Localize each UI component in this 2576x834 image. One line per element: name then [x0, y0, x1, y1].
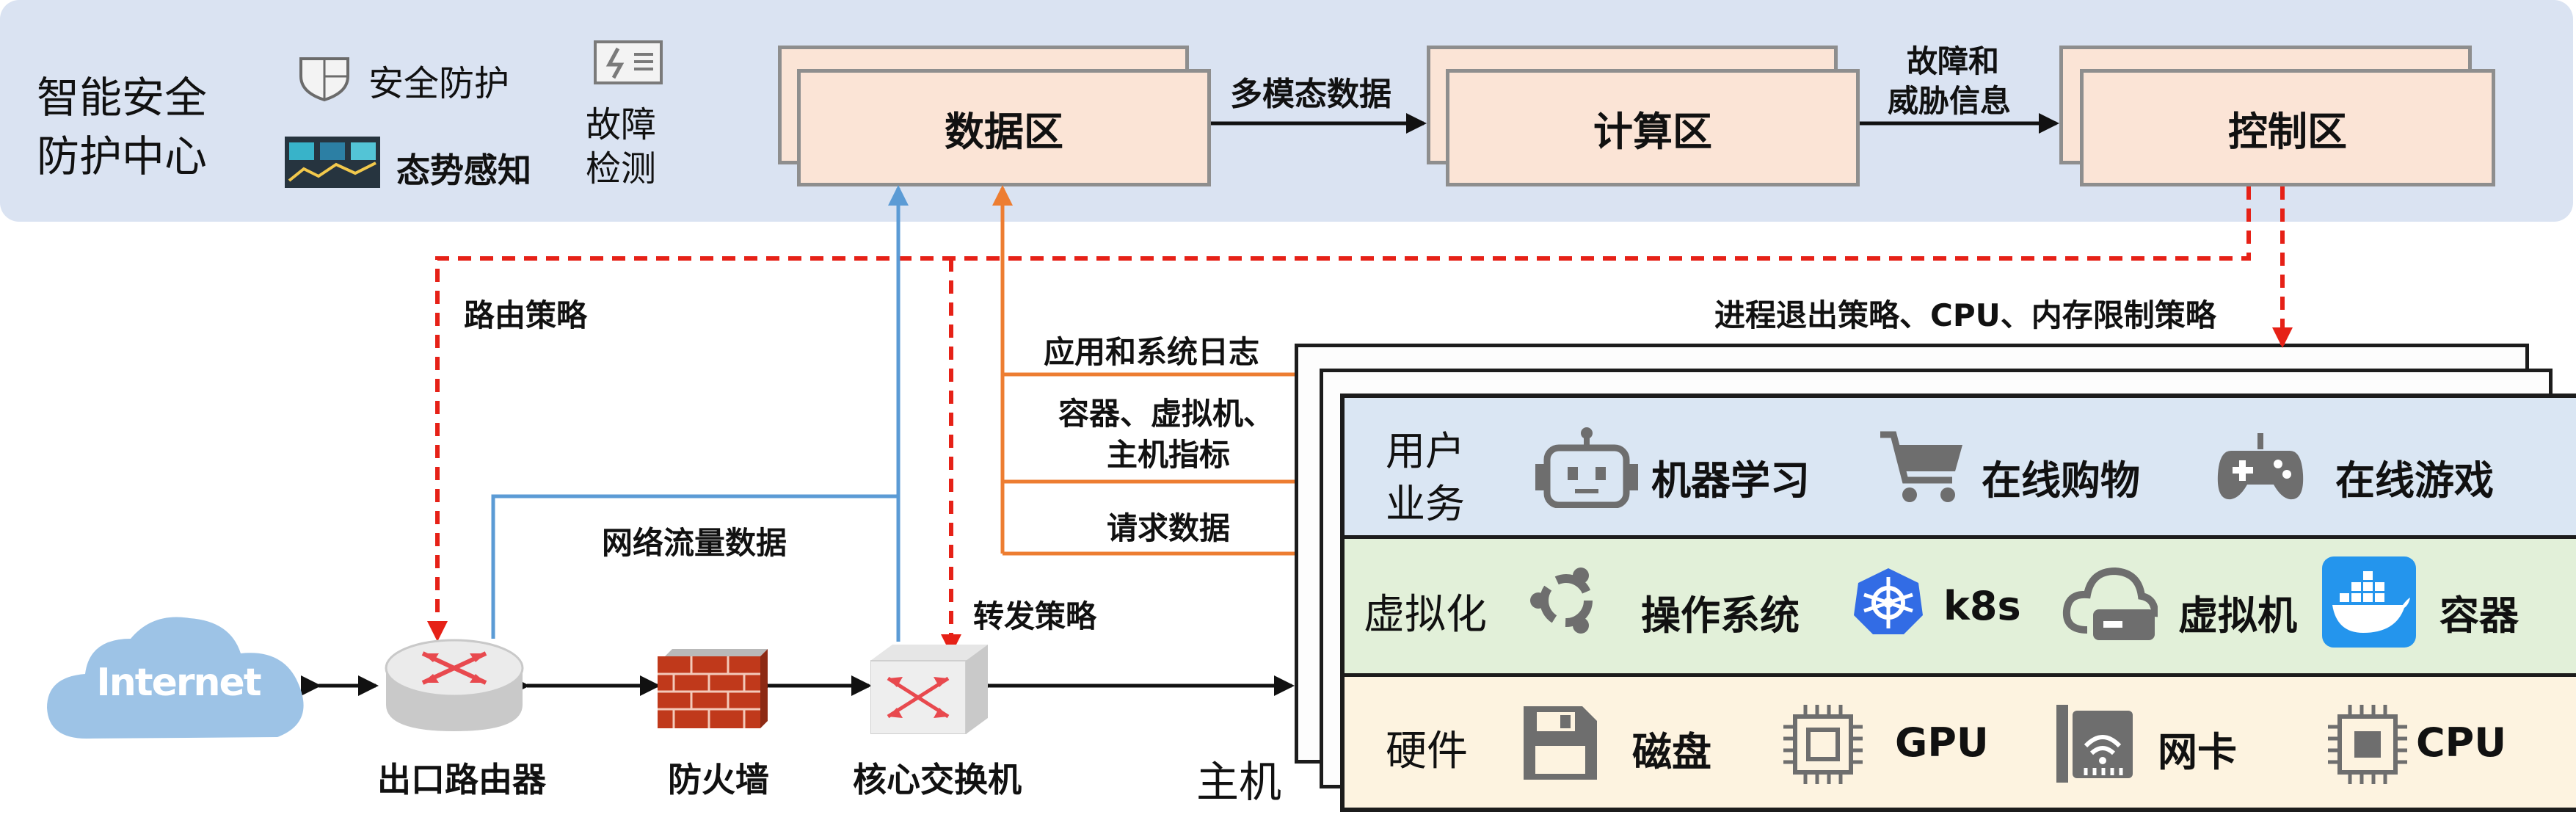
firewall-icon	[658, 649, 768, 728]
internet-label: Internet	[96, 661, 261, 705]
cloud-vm-icon	[2062, 562, 2159, 642]
user-business-title-line2: 业务	[1386, 481, 1465, 527]
tool-label-fault-line2: 检测	[586, 148, 657, 189]
shield-icon	[296, 54, 352, 103]
label-fault-threat-line2: 威胁信息	[1888, 83, 2012, 119]
label-routing-policy: 路由策略	[464, 297, 588, 333]
item-container: 容器	[2439, 592, 2519, 639]
item-cpu: CPU	[2416, 719, 2507, 766]
data-zone-label: 数据区	[945, 108, 1063, 155]
robot-icon	[1535, 426, 1638, 509]
item-k8s: k8s	[1943, 583, 2021, 629]
gpu-chip-icon	[1782, 703, 1864, 786]
router-icon	[382, 637, 527, 734]
control-zone	[2080, 69, 2495, 186]
label-fault-threat-line1: 故障和	[1907, 43, 2000, 79]
gamepad-icon	[2216, 430, 2304, 504]
docker-icon	[2322, 556, 2416, 648]
tool-label-protection: 安全防护	[368, 63, 510, 104]
label-process-policy: 进程退出策略、CPU、内存限制策略	[1714, 297, 2216, 333]
item-network-card: 网卡	[2158, 729, 2237, 775]
traffic-line-router	[491, 494, 898, 639]
compute-zone-label: 计算区	[1593, 108, 1712, 155]
label-network-traffic: 网络流量数据	[602, 525, 787, 561]
dashed-routing-policy-line	[427, 186, 2251, 642]
data-zone	[797, 69, 1211, 186]
floppy-disk-icon	[1522, 705, 1598, 781]
shopping-cart-icon	[1879, 429, 1965, 505]
tool-label-situation: 态势感知	[396, 151, 531, 190]
dashboard-screen-icon	[285, 137, 380, 188]
label-multimodal-data: 多模态数据	[1230, 76, 1391, 113]
item-virtual-machine: 虚拟机	[2178, 592, 2297, 639]
center-title-line2: 防护中心	[37, 131, 208, 181]
item-online-gaming: 在线游戏	[2335, 457, 2494, 504]
control-zone-label: 控制区	[2228, 108, 2347, 155]
core-switch-label: 核心交换机	[853, 760, 1022, 799]
tool-label-fault-line1: 故障	[586, 104, 657, 145]
host-label: 主机	[1196, 757, 1282, 807]
virtualization-title: 虚拟化	[1364, 591, 1487, 639]
item-machine-learning: 机器学习	[1651, 457, 1810, 504]
label-forward-policy: 转发策略	[973, 598, 1097, 634]
internet-cloud-icon	[43, 612, 314, 741]
item-operating-system: 操作系统	[1641, 592, 1800, 639]
label-app-logs: 应用和系统日志	[1044, 334, 1260, 370]
item-gpu: GPU	[1895, 719, 1989, 766]
item-online-shopping: 在线购物	[1982, 457, 2140, 504]
label-request-data: 请求数据	[1107, 510, 1231, 546]
network-card-icon	[2056, 705, 2136, 783]
cpu-chip-icon	[2326, 703, 2409, 786]
item-disk: 磁盘	[1632, 729, 1711, 775]
kubernetes-icon	[1852, 567, 1924, 636]
compute-zone	[1446, 69, 1860, 186]
router-label: 出口路由器	[377, 760, 546, 799]
fault-monitor-icon	[593, 40, 663, 85]
ubuntu-icon	[1528, 564, 1601, 637]
hardware-title: 硬件	[1386, 728, 1468, 775]
center-title-line1: 智能安全	[37, 73, 208, 123]
label-metrics-line1: 容器、虚拟机、	[1058, 396, 1275, 432]
label-metrics-line2: 主机指标	[1107, 437, 1231, 473]
core-switch-icon	[870, 645, 988, 735]
user-business-title-line1: 用户	[1386, 428, 1465, 474]
firewall-label: 防火墙	[668, 760, 769, 799]
